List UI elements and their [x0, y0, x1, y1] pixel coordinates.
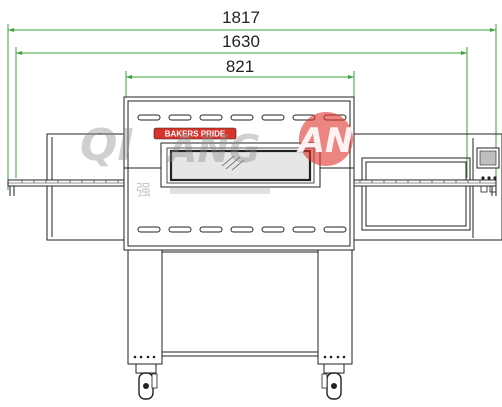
vent-row-bottom — [137, 226, 347, 233]
vent-slot — [230, 114, 254, 121]
dimension-label-821: 821 — [226, 57, 254, 76]
vent-slot — [168, 226, 192, 233]
caster-left — [135, 363, 158, 400]
oven-window — [160, 142, 321, 188]
watermark-text-mid: ANG — [165, 127, 260, 171]
vent-slot — [230, 226, 254, 233]
watermark-chinese: 强 — [136, 181, 151, 199]
watermark-circle — [299, 112, 353, 166]
brand-badge: BAKERS PRIDE — [153, 127, 237, 140]
vent-slot — [292, 226, 316, 233]
dimension-1630: 1630 — [15, 32, 468, 178]
stand-bolts — [133, 355, 346, 359]
vent-slot — [137, 114, 161, 121]
watermark-text-left: QI — [80, 120, 134, 171]
watermark: QI ANG AN 强 — [80, 112, 353, 199]
oven-stand — [127, 249, 353, 365]
watermark-text-circle: AN — [296, 121, 354, 161]
vent-slot — [137, 226, 161, 233]
watermark-subtitle-bar — [170, 186, 270, 194]
vent-slot — [168, 114, 192, 121]
brand-label: BAKERS PRIDE — [165, 130, 226, 139]
caster-right — [321, 363, 345, 400]
dimension-label-1630: 1630 — [222, 32, 260, 51]
vent-slot — [199, 226, 223, 233]
conveyor-ticks — [21, 180, 481, 183]
vent-slot — [261, 114, 285, 121]
dimension-label-1817: 1817 — [222, 8, 260, 27]
vent-slot — [323, 226, 347, 233]
dimension-1817: 1817 — [7, 8, 497, 190]
vent-slot — [199, 114, 223, 121]
control-panel — [476, 147, 500, 193]
dimension-821: 821 — [125, 57, 355, 100]
vent-slot — [261, 226, 285, 233]
